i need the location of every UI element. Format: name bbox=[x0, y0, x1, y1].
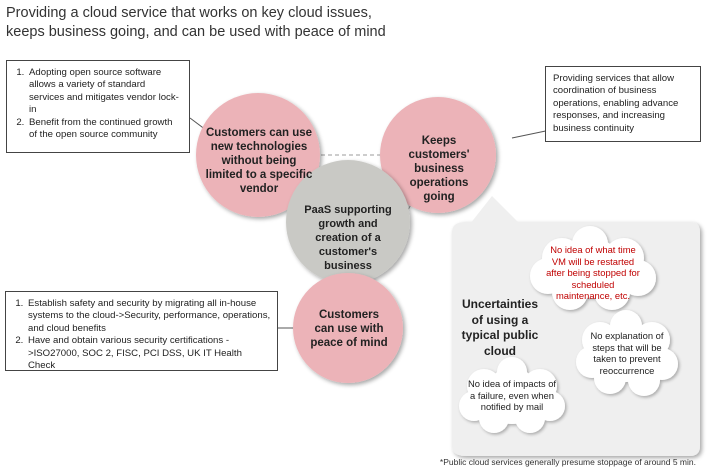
circle-business-operations-label: Keeps customers' business operations goi… bbox=[408, 135, 470, 203]
cloud-restart-text: No idea of what time VM will be restarte… bbox=[546, 244, 640, 301]
title-line-2: keeps business going, and can be used wi… bbox=[6, 24, 386, 40]
box-business-text: Providing services that allow coordinati… bbox=[553, 73, 679, 134]
box-business-continuity: Providing services that allow coordinati… bbox=[545, 66, 701, 142]
list-item: Adopting open source software allows a v… bbox=[27, 67, 183, 117]
cloud-impacts-text: No idea of impacts of a failure, even wh… bbox=[467, 378, 557, 412]
list-item: Establish safety and security by migrati… bbox=[26, 298, 271, 335]
list-item: Have and obtain various security certifi… bbox=[26, 335, 271, 372]
footnote: *Public cloud services generally presume… bbox=[439, 457, 696, 467]
title-line-1: Providing a cloud service that works on … bbox=[6, 5, 372, 21]
cloud-explanation-text: No explanation of steps that will be tak… bbox=[590, 330, 664, 376]
box-open-source: Adopting open source software allows a v… bbox=[6, 60, 190, 153]
thought-cloud-explanation bbox=[576, 310, 678, 396]
thought-cloud-impacts bbox=[459, 357, 565, 433]
circle-center-paas-label: PaaS supporting growth and creation of a… bbox=[304, 204, 392, 272]
circle-peace-of-mind bbox=[293, 273, 403, 383]
uncertainty-panel-tail bbox=[470, 196, 520, 224]
circle-center-paas bbox=[286, 160, 410, 284]
circle-new-technologies-label: Customers can use new technologies witho… bbox=[205, 127, 313, 195]
page-title: Providing a cloud service that works on … bbox=[6, 4, 386, 42]
circle-new-technologies bbox=[196, 93, 320, 217]
list-item: Benefit from the continued growth of the… bbox=[27, 117, 183, 142]
box-security: Establish safety and security by migrati… bbox=[5, 291, 278, 371]
circle-business-operations bbox=[380, 97, 496, 213]
thought-cloud-restart bbox=[530, 226, 656, 310]
circle-peace-of-mind-label: Customers can use with peace of mind bbox=[310, 309, 388, 349]
uncertainties-heading: Uncertainties of using a typical public … bbox=[461, 297, 539, 358]
